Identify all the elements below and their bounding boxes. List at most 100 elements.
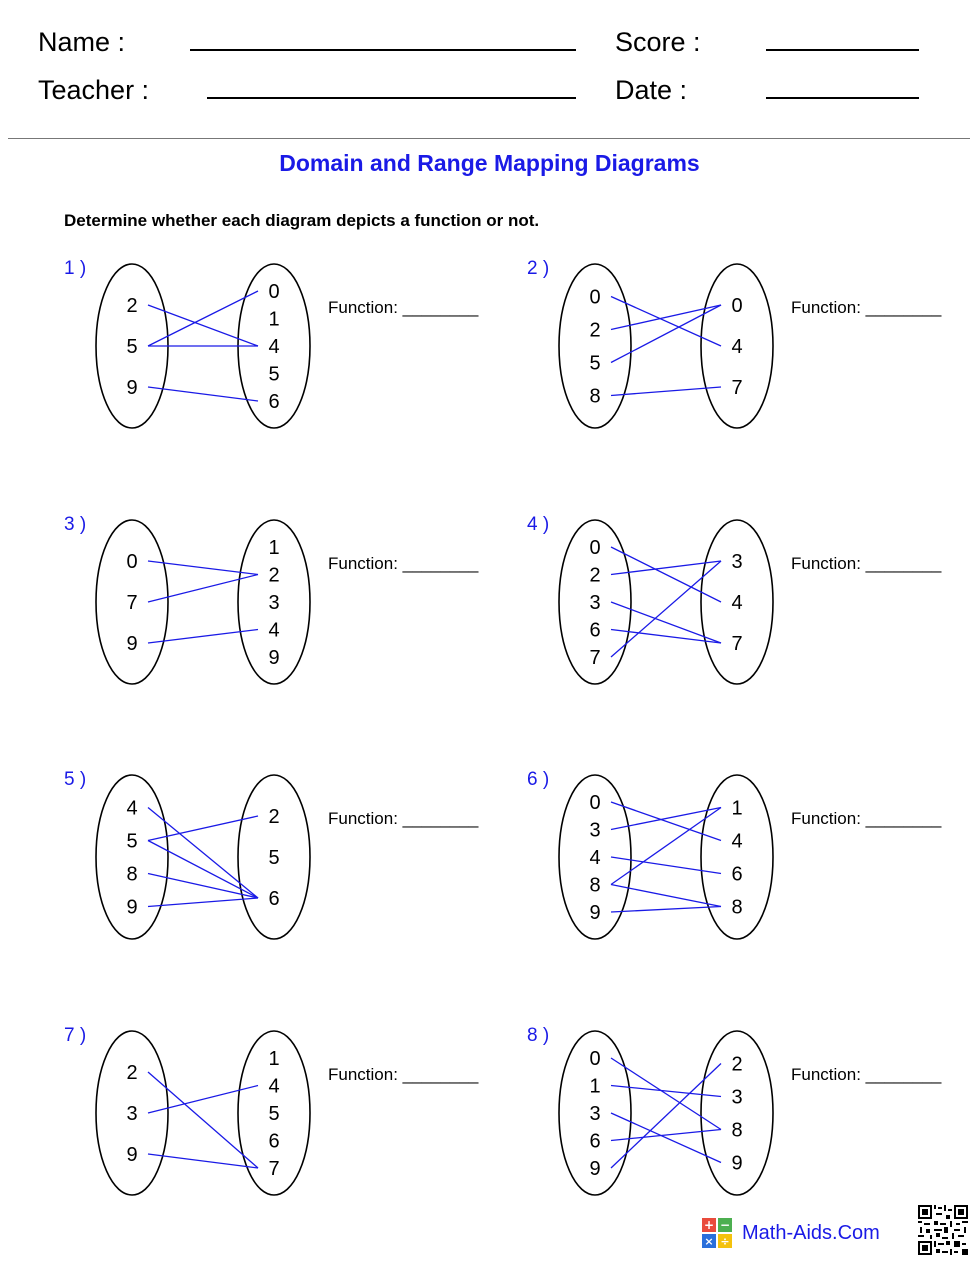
- header-divider: [8, 138, 970, 139]
- domain-value: 0: [589, 1048, 600, 1070]
- name-field[interactable]: [190, 49, 576, 51]
- footer-site-link[interactable]: Math-Aids.Com: [742, 1222, 880, 1244]
- range-value: 1: [268, 309, 279, 331]
- domain-oval: [558, 519, 632, 685]
- range-oval: [700, 774, 774, 940]
- domain-value: 7: [126, 592, 137, 614]
- function-answer-field[interactable]: Function: ________: [791, 298, 942, 317]
- range-oval: [237, 519, 311, 685]
- range-value: 5: [268, 364, 279, 386]
- domain-oval: [95, 1030, 169, 1196]
- range-value: 9: [268, 647, 279, 669]
- domain-oval: [558, 263, 632, 429]
- mapping-arrow: [610, 1112, 722, 1164]
- domain-value: 0: [589, 792, 600, 814]
- mapping-arrow: [610, 1057, 722, 1131]
- range-oval: [237, 774, 311, 940]
- range-value: 1: [731, 798, 742, 820]
- function-answer-field[interactable]: Function: ________: [791, 554, 942, 573]
- domain-value: 5: [126, 336, 137, 358]
- domain-value: 2: [589, 565, 600, 587]
- range-value: 6: [731, 864, 742, 886]
- range-value: 5: [268, 847, 279, 869]
- mapping-arrow: [610, 1063, 722, 1169]
- mapping-arrow: [147, 1071, 259, 1169]
- range-value: 4: [268, 336, 279, 358]
- problem-number: 2 ): [527, 258, 550, 279]
- domain-value: 2: [126, 295, 137, 317]
- domain-value: 4: [589, 847, 600, 869]
- range-oval: [700, 1030, 774, 1196]
- range-value: 7: [731, 633, 742, 655]
- problem-number: 4 ): [527, 514, 550, 535]
- range-value: 4: [268, 1076, 279, 1098]
- domain-value: 9: [126, 377, 137, 399]
- function-answer-field[interactable]: Function: ________: [328, 809, 479, 828]
- domain-value: 2: [126, 1062, 137, 1084]
- mapping-arrow: [610, 546, 722, 603]
- range-value: 8: [731, 897, 742, 919]
- domain-value: 6: [589, 620, 600, 642]
- mapping-arrow: [610, 295, 722, 347]
- problem-number: 7 ): [64, 1025, 87, 1046]
- mapping-arrow: [610, 386, 722, 397]
- range-value: 4: [731, 831, 742, 853]
- range-value: 2: [268, 565, 279, 587]
- range-oval: [700, 519, 774, 685]
- function-answer-field[interactable]: Function: ________: [791, 809, 942, 828]
- problem-number: 8 ): [527, 1025, 550, 1046]
- mapping-arrow: [147, 560, 259, 576]
- mapping-arrow: [610, 628, 722, 644]
- domain-oval: [558, 774, 632, 940]
- function-answer-field[interactable]: Function: ________: [328, 1065, 479, 1084]
- function-answer-field[interactable]: Function: ________: [328, 298, 479, 317]
- svg-text:÷: ÷: [720, 1235, 729, 1248]
- mapping-arrow: [147, 897, 259, 908]
- page-title: Domain and Range Mapping Diagrams: [279, 150, 700, 176]
- teacher-field[interactable]: [207, 97, 576, 99]
- range-value: 2: [731, 1054, 742, 1076]
- domain-value: 6: [589, 1131, 600, 1153]
- mapping-arrow: [610, 304, 722, 364]
- domain-oval: [95, 519, 169, 685]
- mapping-arrow: [147, 386, 259, 402]
- function-answer-field[interactable]: Function: ________: [791, 1065, 942, 1084]
- domain-value: 7: [589, 647, 600, 669]
- function-answer-field[interactable]: Function: ________: [328, 554, 479, 573]
- range-value: 4: [731, 592, 742, 614]
- score-field[interactable]: [766, 49, 919, 51]
- range-value: 7: [268, 1158, 279, 1180]
- mapping-arrow: [610, 1084, 722, 1098]
- domain-value: 3: [589, 820, 600, 842]
- range-value: 8: [731, 1120, 742, 1142]
- math-aids-logo-icon: + − × ÷: [702, 1218, 732, 1248]
- domain-value: 9: [126, 633, 137, 655]
- mapping-arrow: [147, 806, 259, 899]
- domain-value: 5: [126, 831, 137, 853]
- mapping-arrow: [610, 560, 722, 576]
- range-value: 5: [268, 1103, 279, 1125]
- qr-code-icon: [918, 1205, 968, 1255]
- problem-number: 3 ): [64, 514, 87, 535]
- mapping-arrow: [610, 801, 722, 842]
- domain-value: 2: [589, 320, 600, 342]
- range-value: 9: [731, 1153, 742, 1175]
- domain-value: 8: [589, 386, 600, 408]
- mapping-arrow: [610, 1128, 722, 1142]
- domain-value: 3: [589, 1103, 600, 1125]
- domain-value: 5: [589, 353, 600, 375]
- mapping-arrow: [147, 815, 259, 842]
- date-label: Date :: [615, 75, 688, 105]
- mapping-arrow: [147, 839, 259, 899]
- range-oval: [237, 1030, 311, 1196]
- date-field[interactable]: [766, 97, 919, 99]
